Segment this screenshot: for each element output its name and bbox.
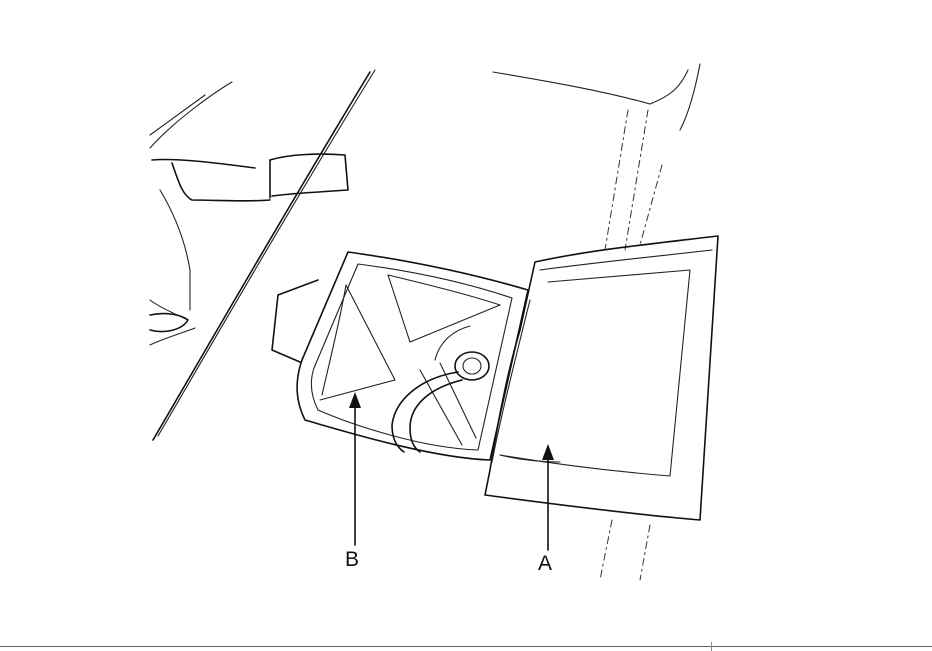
filler-housing <box>271 251 529 461</box>
panel-seam-lines <box>152 69 376 441</box>
callout-arrow-a <box>542 444 554 551</box>
bottom-divider-tick <box>711 642 712 651</box>
bottom-divider <box>0 646 932 647</box>
fuel-door <box>484 235 719 521</box>
callout-arrow-b <box>349 392 361 546</box>
callout-label-a: A <box>538 552 552 575</box>
callout-label-b: B <box>345 548 359 571</box>
vehicle-body-right <box>492 63 701 581</box>
vehicle-body-left <box>149 81 349 346</box>
fuel-cap <box>391 351 490 453</box>
